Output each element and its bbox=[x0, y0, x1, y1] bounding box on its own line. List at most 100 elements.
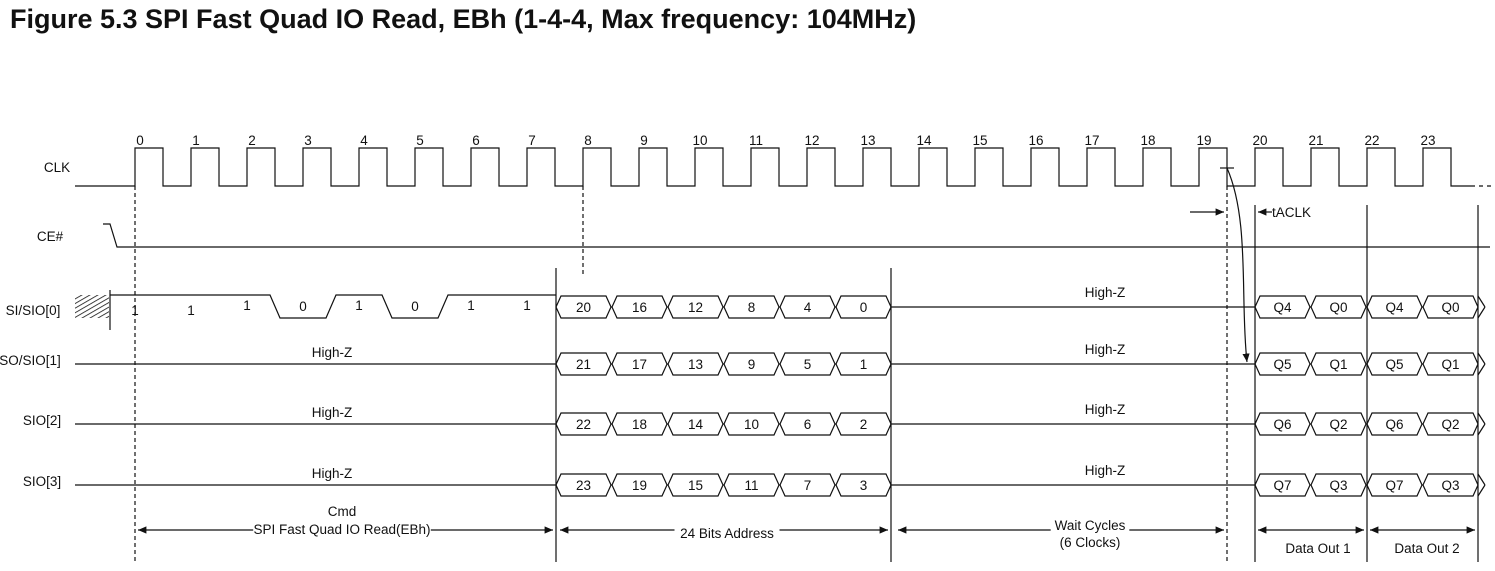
data-out-cell-label: Q4 bbox=[1385, 300, 1404, 315]
address-cell bbox=[611, 473, 668, 497]
address-cell bbox=[555, 352, 612, 376]
data-out-cell bbox=[1254, 352, 1311, 376]
next-cell-edge bbox=[1477, 412, 1486, 425]
next-cell-edge bbox=[1477, 363, 1486, 376]
data-out-cell bbox=[1366, 473, 1423, 497]
high-z-label: High-Z bbox=[1085, 402, 1126, 417]
clock-cycle-label: 13 bbox=[860, 133, 875, 148]
data-out-cell-label: Q5 bbox=[1273, 357, 1291, 372]
clk-waveform bbox=[75, 147, 1471, 187]
clock-cycle-label: 7 bbox=[528, 133, 536, 148]
data-out-1-label: Data Out 1 bbox=[1285, 541, 1350, 556]
clock-cycle-label: 9 bbox=[640, 133, 648, 148]
address-cell-label: 0 bbox=[860, 300, 868, 315]
address-cell bbox=[723, 412, 780, 436]
taclk-label: tACLK bbox=[1272, 205, 1311, 220]
data-out-cell-label: Q6 bbox=[1385, 417, 1403, 432]
address-cell-label: 14 bbox=[688, 417, 704, 432]
clock-cycle-label: 4 bbox=[360, 133, 368, 148]
address-cell bbox=[779, 412, 836, 436]
data-out-cell-label: Q7 bbox=[1273, 478, 1291, 493]
address-cell bbox=[611, 412, 668, 436]
cmd-bit-value: 0 bbox=[411, 299, 419, 314]
data-out-cell-label: Q2 bbox=[1329, 417, 1347, 432]
next-cell-edge bbox=[1477, 473, 1486, 486]
high-z-label: High-Z bbox=[1085, 463, 1126, 478]
address-cell-label: 19 bbox=[632, 478, 647, 493]
address-cell bbox=[779, 473, 836, 497]
clock-to-data-arrow bbox=[1226, 167, 1250, 363]
high-z-label: High-Z bbox=[312, 466, 353, 481]
data-out-cell bbox=[1254, 295, 1311, 319]
address-cell-label: 16 bbox=[632, 300, 647, 315]
address-cell bbox=[667, 412, 724, 436]
address-cell bbox=[723, 473, 780, 497]
clock-cycle-label: 18 bbox=[1140, 133, 1155, 148]
data-out-2-label: Data Out 2 bbox=[1394, 541, 1459, 556]
address-cell bbox=[723, 295, 780, 319]
clock-cycle-label: 15 bbox=[972, 133, 987, 148]
sio3-label: SIO[3] bbox=[23, 474, 61, 489]
address-cell bbox=[779, 352, 836, 376]
address-cell bbox=[555, 473, 612, 497]
address-cell-label: 15 bbox=[688, 478, 703, 493]
clock-cycle-label: 19 bbox=[1196, 133, 1211, 148]
next-cell-edge bbox=[1477, 295, 1486, 308]
data-out-cell-label: Q6 bbox=[1273, 417, 1291, 432]
data-out-cell-label: Q3 bbox=[1441, 478, 1459, 493]
clock-cycle-label: 2 bbox=[248, 133, 256, 148]
clock-cycle-label: 23 bbox=[1420, 133, 1435, 148]
data-out-cell bbox=[1422, 473, 1479, 497]
data-out-cell bbox=[1310, 412, 1367, 436]
ce-waveform bbox=[103, 223, 1490, 248]
data-out-cell bbox=[1254, 412, 1311, 436]
clock-cycle-label: 20 bbox=[1252, 133, 1267, 148]
data-out-cell-label: Q0 bbox=[1329, 300, 1347, 315]
cmd-bit-value: 0 bbox=[299, 299, 307, 314]
cmd-bit-value: 1 bbox=[355, 298, 363, 313]
address-cell-label: 17 bbox=[632, 357, 647, 372]
wait-phase-label: Wait Cycles bbox=[1055, 518, 1126, 533]
address-cell-label: 5 bbox=[804, 357, 812, 372]
address-cell-label: 8 bbox=[748, 300, 756, 315]
address-cell-label: 12 bbox=[688, 300, 703, 315]
data-out-cell bbox=[1366, 412, 1423, 436]
address-cell-label: 20 bbox=[576, 300, 591, 315]
next-cell-edge bbox=[1477, 484, 1486, 497]
address-cell bbox=[555, 412, 612, 436]
address-cell bbox=[555, 295, 612, 319]
data-out-cell bbox=[1310, 295, 1367, 319]
clock-cycle-label: 11 bbox=[749, 133, 763, 148]
address-cell bbox=[667, 295, 724, 319]
data-out-cell-label: Q3 bbox=[1329, 478, 1347, 493]
address-cell bbox=[611, 295, 668, 319]
next-cell-edge bbox=[1477, 423, 1486, 436]
address-cell bbox=[779, 295, 836, 319]
high-z-label: High-Z bbox=[1085, 285, 1126, 300]
address-cell-label: 2 bbox=[860, 417, 868, 432]
figure-title: Figure 5.3 SPI Fast Quad IO Read, EBh (1… bbox=[10, 4, 917, 34]
address-cell bbox=[611, 352, 668, 376]
clock-cycle-label: 14 bbox=[916, 133, 932, 148]
data-out-cell-label: Q5 bbox=[1385, 357, 1403, 372]
cmd-phase-label: Cmd bbox=[328, 504, 357, 519]
address-cell-label: 11 bbox=[744, 478, 758, 493]
data-out-cell-label: Q1 bbox=[1441, 357, 1459, 372]
address-cell-label: 23 bbox=[576, 478, 591, 493]
wait-phase-label-bg bbox=[1050, 518, 1130, 533]
address-cell-label: 21 bbox=[576, 357, 591, 372]
cmd-phase-name: SPI Fast Quad IO Read(EBh) bbox=[253, 522, 430, 537]
data-out-cell bbox=[1310, 473, 1367, 497]
sio2-label: SIO[2] bbox=[23, 413, 61, 428]
cmd-bit-value: 1 bbox=[187, 303, 195, 318]
address-cell-label: 10 bbox=[744, 417, 759, 432]
address-cell-label: 3 bbox=[860, 478, 868, 493]
sio1-label: SO/SIO[1] bbox=[0, 353, 61, 368]
data-out-cell bbox=[1254, 473, 1311, 497]
cmd-bit-value: 1 bbox=[523, 298, 531, 313]
clock-cycle-label: 3 bbox=[304, 133, 312, 148]
clock-cycle-label: 17 bbox=[1084, 133, 1099, 148]
data-out-cell-label: Q1 bbox=[1329, 357, 1347, 372]
address-cell bbox=[667, 352, 724, 376]
